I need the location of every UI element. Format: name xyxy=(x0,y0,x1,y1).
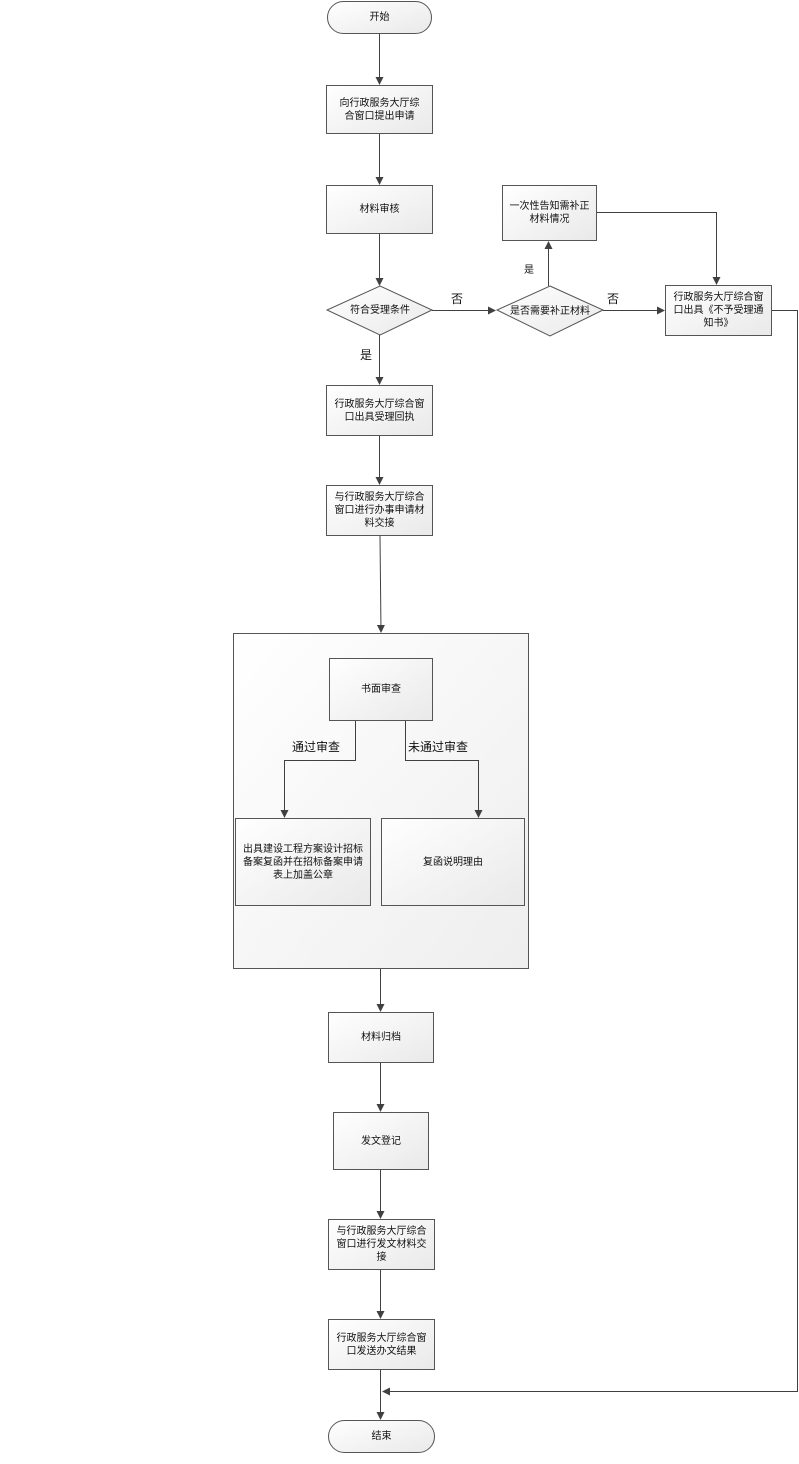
reply-reason-shape xyxy=(381,818,525,906)
submit-application-label: 向行政服务大厅综合窗口提出申请 xyxy=(339,97,420,122)
label-pass-review: 通过审查 xyxy=(292,740,341,754)
decision-supplement-label: 是否需要补正材料 xyxy=(510,305,590,317)
review-box-shape xyxy=(326,185,433,234)
start-node: 开始 xyxy=(327,1,432,34)
handover-apply-node: 与行政服务大厅综合窗口进行办事申请材料交接 xyxy=(326,485,433,536)
reject-notice-label: 行政服务大厅综合窗口出具《不予受理通知书》 xyxy=(673,292,764,329)
arrow-review-fail xyxy=(405,721,483,818)
notify-supplement-shape xyxy=(502,185,597,241)
arrow-notify-reject xyxy=(597,212,721,285)
archive-label: 材料归档 xyxy=(361,1032,401,1043)
arrow-handover-container xyxy=(376,535,385,633)
acceptance-receipt-label: 行政服务大厅综合窗口出具受理回执 xyxy=(334,398,425,423)
arrow-review-pass xyxy=(280,721,356,818)
issue-reply-label: 出具建设工程方案设计招标备案复函并在招标备案申请表上加盖公章 xyxy=(243,843,363,881)
written-review-node: 书面审查 xyxy=(329,658,433,721)
reject-notice-shape xyxy=(665,285,772,336)
material-review-label: 材料审核 xyxy=(359,204,400,215)
handover-dispatch-label: 与行政服务大厅综合窗口进行发文材料交接 xyxy=(336,1226,427,1263)
send-result-node: 行政服务大厅综合窗口发送办文结果 xyxy=(328,1319,435,1370)
submit-box-shape xyxy=(326,85,433,134)
acceptance-receipt-node: 行政服务大厅综合窗口出具受理回执 xyxy=(326,385,433,436)
issue-reply-shape xyxy=(235,818,371,906)
archive-shape xyxy=(328,1012,434,1063)
decision-supplement-shape xyxy=(495,285,605,337)
acceptance-receipt-shape xyxy=(326,385,433,436)
handover-apply-label: 与行政服务大厅综合窗口进行办事申请材料交接 xyxy=(334,492,425,529)
label-fail-review: 未通过审查 xyxy=(408,740,469,754)
arrow-reject-end xyxy=(382,310,798,1396)
reply-reason-label: 复函说明理由 xyxy=(423,856,483,868)
archive-node: 材料归档 xyxy=(328,1012,434,1063)
written-review-label: 书面审查 xyxy=(361,684,401,695)
notify-supplement-node: 一次性告知需补正材料情况 xyxy=(502,185,597,241)
notify-supplement-label: 一次性告知需补正材料情况 xyxy=(509,201,590,225)
decision-meets-label: 符合受理条件 xyxy=(350,305,410,316)
end-terminal-shape xyxy=(328,1420,435,1453)
reject-notice-node: 行政服务大厅综合窗口出具《不予受理通知书》 xyxy=(665,285,772,336)
dispatch-register-label: 发文登记 xyxy=(361,1135,401,1147)
handover-apply-shape xyxy=(326,485,433,536)
decision-supplement-node: 是否需要补正材料 xyxy=(497,286,603,336)
issue-reply-node: 出具建设工程方案设计招标备案复函并在招标备案申请表上加盖公章 xyxy=(235,818,371,906)
label-yes-supplement: 是 xyxy=(524,265,534,276)
submit-application-node: 向行政服务大厅综合窗口提出申请 xyxy=(326,85,433,134)
label-yes-meets: 是 xyxy=(360,348,373,362)
written-review-shape xyxy=(329,658,433,721)
dispatch-register-node: 发文登记 xyxy=(333,1112,429,1170)
start-terminal-shape xyxy=(327,1,432,34)
label-no-meets: 否 xyxy=(451,292,464,306)
material-review-node: 材料审核 xyxy=(326,185,433,234)
end-node: 结束 xyxy=(328,1420,435,1453)
reply-reason-node: 复函说明理由 xyxy=(381,818,525,906)
decision-meets-node: 符合受理条件 xyxy=(327,286,433,335)
handover-dispatch-node: 与行政服务大厅综合窗口进行发文材料交接 xyxy=(328,1219,435,1270)
label-no-supplement: 否 xyxy=(607,292,620,306)
dispatch-register-shape xyxy=(333,1112,429,1170)
end-label: 结束 xyxy=(371,1431,392,1442)
start-label: 开始 xyxy=(369,12,390,23)
send-result-label: 行政服务大厅综合窗口发送办文结果 xyxy=(336,1332,427,1357)
handover-dispatch-shape xyxy=(328,1219,435,1270)
send-result-shape xyxy=(328,1319,435,1370)
